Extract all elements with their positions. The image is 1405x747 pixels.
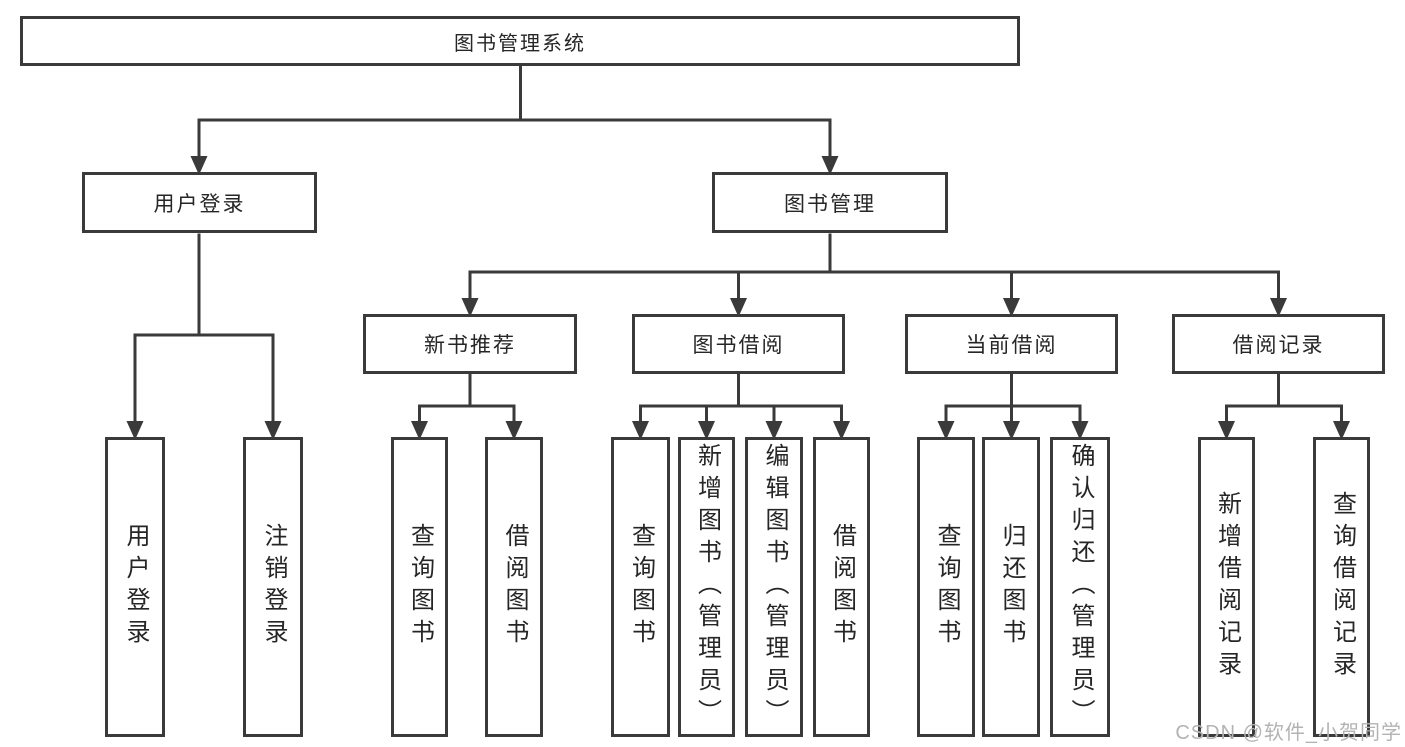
node-new-book-recommendation-label: 新书推荐: [424, 334, 516, 357]
node-current-borrowing-label: 当前借阅: [965, 334, 1058, 357]
leaf-return-books: 归还图书: [982, 437, 1040, 737]
node-current-borrowing: 当前借阅: [905, 314, 1118, 374]
leaf-query-books-recommendation: 查询图书: [391, 437, 448, 737]
leaf-borrow-books-recommendation: 借阅图书: [485, 437, 543, 737]
csdn-watermark: CSDN @软件_小贺同学: [1175, 722, 1402, 744]
leaf-query-books-current-label: 查询图书: [933, 523, 960, 651]
leaf-borrow-books-recommendation-label: 借阅图书: [501, 523, 528, 651]
leaf-query-books-recommendation-label: 查询图书: [406, 523, 434, 651]
leaf-return-books-label: 归还图书: [998, 523, 1025, 651]
node-new-book-recommendation: 新书推荐: [363, 314, 577, 374]
leaf-logout-label: 注销登录: [260, 523, 287, 651]
leaf-edit-books-admin: 编辑图书（管理员）: [745, 437, 803, 737]
node-book-borrowing: 图书借阅: [632, 314, 845, 374]
node-root: 图书管理系统: [20, 16, 1020, 66]
leaf-edit-books-admin-label: 编辑图书（管理员）: [761, 443, 788, 731]
leaf-add-books-admin-label: 新增图书（管理员）: [693, 443, 721, 731]
node-book-borrowing-label: 图书借阅: [692, 334, 785, 357]
leaf-user-login-label: 用户登录: [122, 523, 149, 651]
node-borrowing-records-label: 借阅记录: [1232, 334, 1325, 357]
leaf-user-login: 用户登录: [105, 437, 165, 737]
leaf-query-books-borrowing: 查询图书: [611, 437, 670, 737]
node-book-management: 图书管理: [712, 172, 948, 233]
leaf-query-borrow-record: 查询借阅记录: [1313, 437, 1370, 737]
leaf-query-borrow-record-label: 查询借阅记录: [1328, 491, 1356, 683]
leaf-borrow-books-borrowing-label: 借阅图书: [828, 523, 856, 651]
node-book-management-label: 图书管理: [784, 192, 876, 216]
leaf-borrow-books-borrowing: 借阅图书: [813, 437, 870, 737]
leaf-add-borrow-record-label: 新增借阅记录: [1213, 491, 1241, 683]
node-root-label: 图书管理系统: [454, 32, 586, 55]
leaf-query-books-current: 查询图书: [917, 437, 975, 737]
leaf-add-borrow-record: 新增借阅记录: [1198, 437, 1255, 737]
node-user-login-label: 用户登录: [153, 192, 246, 216]
leaf-add-books-admin: 新增图书（管理员）: [678, 437, 735, 737]
leaf-query-books-borrowing-label: 查询图书: [627, 523, 655, 651]
leaf-confirm-return-admin-label: 确认归还（管理员）: [1067, 443, 1094, 731]
node-user-login: 用户登录: [82, 172, 317, 233]
leaf-confirm-return-admin: 确认归还（管理员）: [1050, 437, 1110, 737]
node-borrowing-records: 借阅记录: [1172, 314, 1385, 374]
leaf-logout: 注销登录: [243, 437, 303, 737]
